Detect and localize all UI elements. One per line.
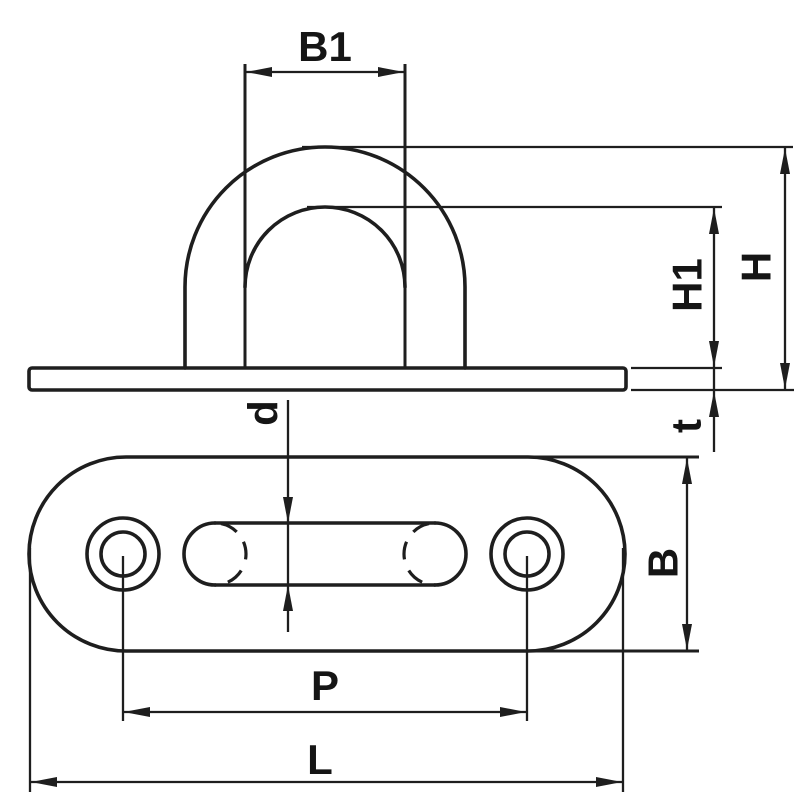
h-arrow-top <box>780 148 790 174</box>
slot-left-end-arc <box>182 521 217 587</box>
h1-arrow-top <box>709 208 719 234</box>
h-arrow-bottom <box>780 363 790 389</box>
dim-label-h: H <box>733 252 780 282</box>
h1-arrow-bottom <box>709 341 719 367</box>
b1-arrow-right <box>378 67 404 77</box>
wire-leg-hidden-arc-right <box>402 521 436 587</box>
l-arrow-left <box>31 777 57 787</box>
dim-label-d: d <box>240 400 287 426</box>
b1-arrow-left <box>246 67 272 77</box>
p-arrow-right <box>500 707 526 717</box>
d-arrow-up <box>283 585 293 611</box>
base-plate-side <box>27 366 628 392</box>
dim-label-b: B <box>640 548 687 578</box>
b-arrow-bottom <box>682 624 692 650</box>
base-plate-outline <box>27 455 627 653</box>
p-arrow-left <box>124 707 150 717</box>
dim-label-l: L <box>307 736 333 783</box>
dim-label-h1: H1 <box>664 258 711 312</box>
plan-view <box>27 455 627 653</box>
slot-right-end-arc <box>433 521 468 587</box>
t-arrow-up <box>709 391 719 417</box>
plan-view-dimensions: d B P L <box>28 400 699 792</box>
dim-label-b1: B1 <box>298 23 352 70</box>
dim-label-p: P <box>311 662 339 709</box>
loop-outer-profile <box>183 145 467 370</box>
wire-leg-hidden-arc-left <box>214 521 248 587</box>
dim-label-t: t <box>663 419 710 433</box>
d-arrow-down <box>283 497 293 523</box>
b-arrow-top <box>682 458 692 484</box>
side-view <box>27 64 628 392</box>
loop-inner-arch <box>243 205 407 289</box>
side-view-dimensions: B1 H H1 t <box>245 23 794 452</box>
l-arrow-right <box>596 777 622 787</box>
